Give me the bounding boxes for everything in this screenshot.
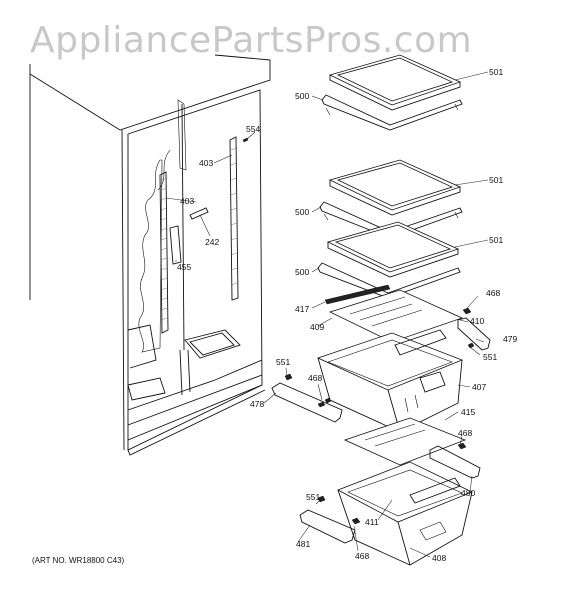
callout-leaders	[165, 71, 489, 558]
drawer-slide-right-upper	[457, 307, 491, 351]
refrigerator-cabinet	[29, 54, 271, 456]
callout-468-upper: 468	[486, 288, 500, 298]
callout-468-lower-right: 468	[458, 428, 472, 438]
callout-500-lower: 500	[295, 267, 309, 277]
shelf-assembly-1	[321, 54, 463, 131]
callout-479: 479	[503, 334, 517, 344]
callout-480: 480	[461, 488, 475, 498]
callout-468-lower-left: 468	[355, 551, 369, 561]
callout-415: 415	[461, 407, 475, 417]
drawer-slide-left-upper	[271, 373, 343, 423]
drawer-slide-left-lower	[299, 495, 361, 544]
shelf-assembly-3	[317, 221, 461, 299]
callout-551-lower: 551	[306, 492, 320, 502]
callout-242: 242	[205, 237, 219, 247]
callout-417: 417	[295, 304, 309, 314]
callout-500-top: 500	[295, 91, 309, 101]
callout-481: 481	[296, 539, 310, 549]
callout-409: 409	[310, 322, 324, 332]
crisper-drawer-upper	[316, 329, 464, 433]
callout-408: 408	[432, 553, 446, 563]
callout-468-drawer: 468	[308, 373, 322, 383]
callout-551-right: 551	[483, 352, 497, 362]
callout-403-rail-left: 403	[180, 196, 194, 206]
crisper-cover-assembly	[324, 284, 464, 343]
watermark-text: AppliancePartsPros.com	[30, 20, 472, 61]
shelf-assembly-2	[319, 159, 463, 239]
callout-501-middle: 501	[489, 175, 503, 185]
callout-411: 411	[365, 517, 379, 527]
callout-500-middle: 500	[295, 207, 309, 217]
callout-554: 554	[246, 124, 260, 134]
callout-labels: 554 403 403 242 455 501 500 501 500 501 …	[177, 67, 517, 563]
callout-501-lower: 501	[489, 235, 503, 245]
callout-455: 455	[177, 262, 191, 272]
art-number: (ART NO. WR18800 C43)	[32, 556, 125, 565]
callout-407: 407	[472, 382, 486, 392]
callout-403-rail-right: 403	[199, 158, 213, 168]
callout-501-top: 501	[489, 67, 503, 77]
callout-478: 478	[250, 399, 264, 409]
callout-551-left: 551	[276, 357, 290, 367]
crisper-drawer-lower	[337, 461, 473, 566]
callout-410: 410	[470, 316, 484, 326]
crisper-cover-lower	[343, 417, 467, 466]
